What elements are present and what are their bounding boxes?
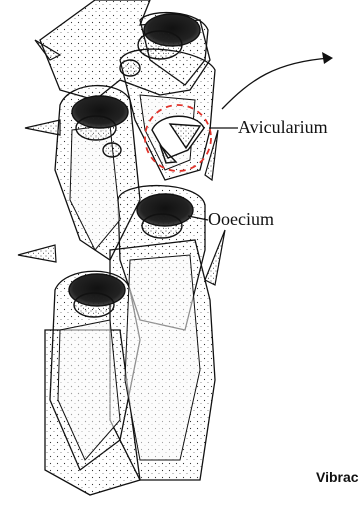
vibraculum-label: Vibrac	[316, 469, 359, 485]
curved-arrow-icon	[222, 52, 333, 109]
avicularium-label: Avicularium	[238, 117, 328, 138]
ooecium-label: Ooecium	[208, 209, 274, 230]
